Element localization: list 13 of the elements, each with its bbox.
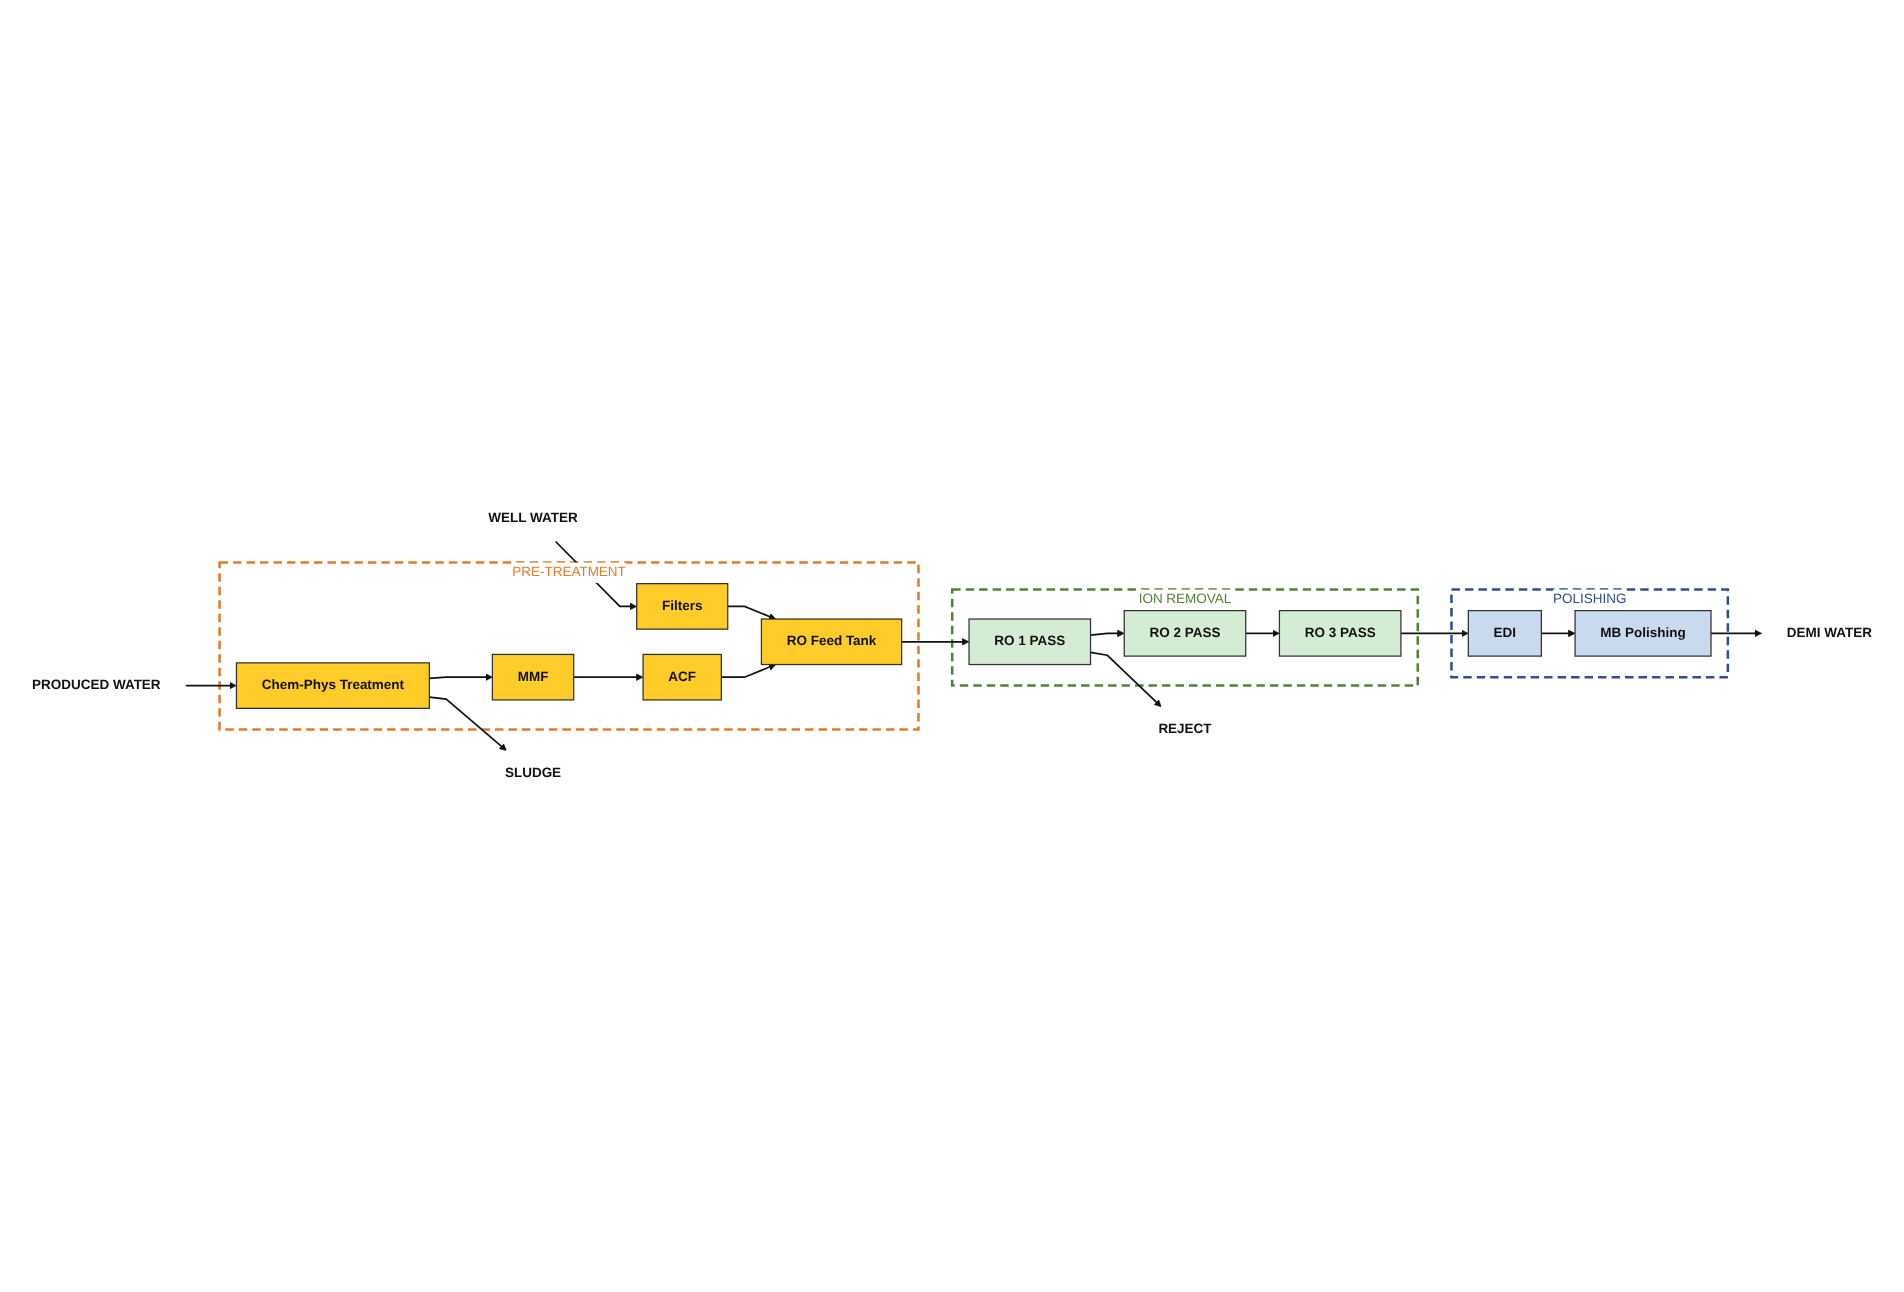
arrow [1089,651,1162,707]
arrow [1089,629,1125,638]
arrow [428,696,507,751]
arrow [572,673,644,681]
arrow [428,673,493,681]
arrow [1400,629,1469,638]
arrow [1244,629,1280,638]
arrow [185,681,237,690]
arrow [1710,629,1762,638]
arrow [726,605,776,620]
arrow [1540,629,1576,638]
arrow [900,638,970,646]
arrow [720,663,776,679]
